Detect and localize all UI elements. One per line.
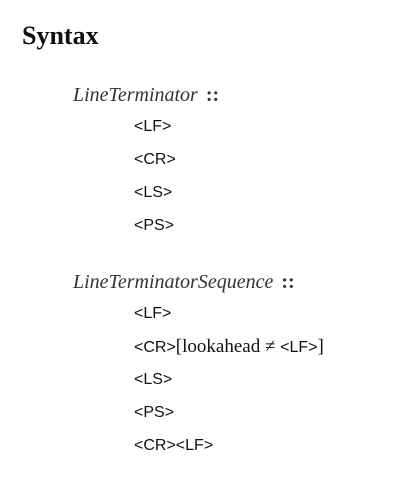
terminal-symbol: <PS> [134,217,175,234]
rhs-alternative: <CR><LF> [134,435,324,468]
terminal-symbol: <CR> [134,151,176,168]
lookahead-open: [lookahead ≠ [175,336,281,357]
terminal-symbol: <LS> [134,371,173,388]
rhs-alternative: <LS> [134,182,176,215]
lookahead-restriction: [lookahead ≠ <LF>] [176,336,324,357]
terminal-symbol: <CR> [134,339,176,356]
terminal-symbol: <PS> [134,404,175,421]
terminal-symbol: <LF> [134,118,172,135]
nonterminal-name[interactable]: LineTerminator [73,84,198,106]
grammar-operator: :: [281,271,295,293]
terminal-symbol: <CR><LF> [134,437,214,454]
section-heading: Syntax [22,21,99,50]
alternatives-list: <LF> <CR> <LS> <PS> [134,116,176,248]
rhs-alternative: <LS> [134,369,324,402]
lookahead-terminal: <LF> [280,339,318,356]
production-lhs: LineTerminator:: [73,82,219,108]
grammar-operator: :: [205,84,220,106]
rhs-alternative: <PS> [134,215,176,248]
terminal-symbol: <LF> [134,305,172,322]
nonterminal-name[interactable]: LineTerminatorSequence [73,271,274,293]
alternatives-list: <LF> <CR>[lookahead ≠ <LF>] <LS> <PS> <C… [134,303,324,468]
terminal-symbol: <LS> [134,184,173,201]
rhs-alternative: <PS> [134,402,324,435]
rhs-alternative: <LF> [134,303,324,336]
production-lhs: LineTerminatorSequence:: [73,269,295,295]
rhs-alternative: <CR> [134,149,176,182]
rhs-alternative: <CR>[lookahead ≠ <LF>] [134,336,324,369]
lookahead-close: ] [317,336,324,357]
rhs-alternative: <LF> [134,116,176,149]
